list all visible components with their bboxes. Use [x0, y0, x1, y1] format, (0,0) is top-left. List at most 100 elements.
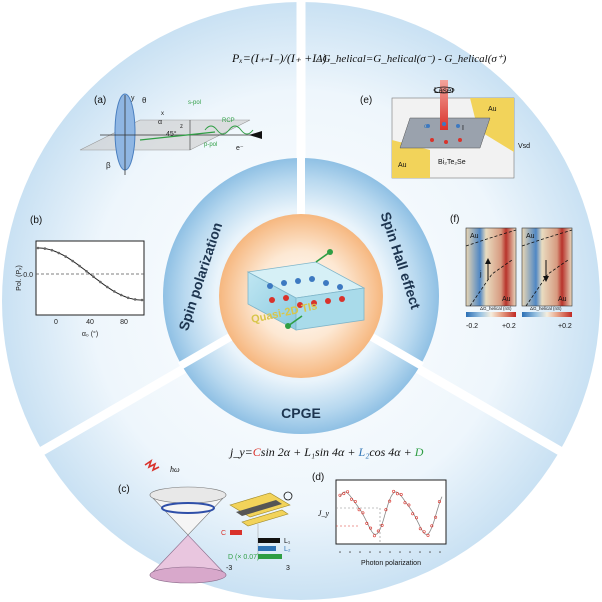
panel-d-xtick: [339, 551, 341, 553]
panel-e: (e) Laser Au Au Bi₂Te₂Se Vsd I σ: [360, 80, 530, 179]
panel-d-point: [422, 530, 426, 534]
laser-label: Laser: [434, 86, 454, 95]
colorbar-left: [466, 312, 516, 317]
axis-y-label: y: [131, 95, 135, 102]
panel-d-point: [346, 490, 350, 494]
cpge-formula-part-sin2: sin 2α +: [261, 445, 304, 459]
photon-icon: [144, 459, 160, 472]
panel-a: (a) y θ β α 45° s-pol p-pol RCP e⁻ x z: [79, 93, 262, 175]
sigma-label: σ: [424, 124, 428, 130]
cpge-formula-L2: L₂: [357, 445, 369, 459]
material-label: Bi₂Te₂Se: [438, 159, 466, 166]
panel-d-xtick: [439, 551, 441, 553]
panel-d-point: [372, 534, 376, 538]
panel-d-point: [426, 533, 430, 537]
panel-b-point: [92, 275, 95, 279]
panel-b-curve: [36, 246, 144, 302]
legend-D: D (× 0.07): [228, 554, 259, 561]
panel-d-point: [437, 500, 441, 504]
spol-label: s-pol: [188, 100, 201, 106]
panel-d-point: [369, 526, 373, 530]
panel-d-point: [414, 516, 418, 520]
panel-e-tag: (e): [360, 95, 372, 106]
panel-d-xtick: [359, 551, 361, 553]
panel-b-point: [119, 293, 123, 297]
panel-d-xtick: [429, 551, 431, 553]
panel-b-xlabel: α₀ (°): [82, 330, 98, 338]
panel-d-point: [418, 527, 422, 531]
colorbar-label-left: ΔG_helical (nS): [480, 306, 512, 311]
map-au-4: Au: [558, 296, 567, 303]
map-au-3: Au: [526, 233, 535, 240]
panel-d-point: [376, 529, 380, 533]
panel-d-point: [342, 492, 346, 496]
map-au-2: Au: [502, 296, 511, 303]
au-top-label: Au: [488, 106, 497, 113]
map-au-1: Au: [470, 233, 479, 240]
dirac-cone: [149, 486, 227, 584]
map-arrow-label: j: [479, 271, 482, 278]
panel-d-point: [434, 515, 438, 519]
panel-d-point: [411, 512, 415, 516]
panel-b-line: [38, 247, 142, 301]
hw-label: ħω: [170, 465, 180, 474]
panel-d-point: [395, 492, 399, 496]
angle-label: 45°: [166, 130, 177, 138]
panel-d-point: [349, 497, 353, 501]
panel-d: (d) J_y Photon polarization: [312, 472, 447, 567]
map-right: [521, 227, 573, 307]
panel-d-xtick: [369, 551, 371, 553]
panel-b-point: [99, 280, 102, 284]
panel-d-point: [357, 508, 361, 512]
panel-d-point: [403, 501, 407, 505]
colorbar-max-left: +0.2: [502, 323, 516, 330]
bars-axis-min: -3: [226, 565, 232, 572]
panel-d-point: [380, 523, 384, 527]
panel-b-tag: (b): [30, 215, 42, 226]
bar-L2: [258, 546, 276, 551]
panel-c-tag: (c): [118, 484, 130, 495]
bar-C: [230, 530, 242, 535]
quasi-2d-ti-slab: Quasi-2D TIs: [246, 249, 366, 331]
legend-L2: L₂: [284, 546, 291, 553]
panel-b-point: [113, 290, 116, 293]
legend-C: C: [221, 530, 226, 537]
panel-d-xtick: [409, 551, 411, 553]
panel-c: (c) ħω C L₁ L₂ D (× 0.07) -3 3: [118, 459, 293, 584]
spin-polarization-formula: Pₓ=(I₊-I₋)/(I₊ +I₋): [231, 51, 327, 65]
panel-b-point: [43, 247, 47, 250]
colorbar-right: [522, 312, 572, 317]
spin-hall-formula: ΔG_helical=G_helical(σ⁻) - G_helical(σ⁺): [315, 53, 507, 65]
panel-d-point: [392, 489, 396, 493]
alpha-label: α: [158, 119, 162, 126]
panel-f: (f) Au Au Au Au j -0.2 +0.2 +0.2 ΔG_heli…: [450, 214, 573, 330]
panel-d-xlabel: Photon polarization: [361, 560, 421, 567]
axis-x-label: x: [161, 111, 164, 117]
panel-d-point: [365, 521, 369, 525]
panel-b-ylabel: Pol. (Pₓ): [16, 265, 23, 291]
colorbar-min-left: -0.2: [466, 323, 478, 330]
panel-b-ytick: 0.0: [23, 272, 33, 279]
panel-b-point: [36, 246, 40, 250]
panel-b-point: [71, 259, 74, 263]
colorbar-label-right: ΔG_helical (nS): [530, 306, 562, 311]
panel-d-xtick: [349, 551, 351, 553]
panel-d-point: [361, 511, 365, 515]
panel-d-xtick: [389, 551, 391, 553]
panel-b-point: [126, 296, 130, 300]
panel-d-curve: [338, 489, 443, 553]
panel-b-xtick-1: 40: [86, 319, 94, 326]
panel-f-tag: (f): [450, 214, 459, 225]
cpge-formula-part-sin4: sin 4α +: [315, 445, 358, 459]
cpge-formula: j_y=Csin 2α + L₁sin 4α + L₂cos 4α + D: [228, 445, 424, 459]
panel-b-xtick-2: 80: [120, 319, 128, 326]
cpge-bars: C L₁ L₂ D (× 0.07) -3 3: [221, 524, 291, 572]
axis-z-label: z: [180, 124, 183, 130]
cpge-formula-part-cos4: cos 4α +: [369, 445, 414, 459]
panel-d-point: [430, 524, 434, 528]
theta-label: θ: [142, 96, 147, 105]
cpge-formula-L1: L₁: [303, 445, 315, 459]
panel-a-tag: (a): [94, 95, 106, 106]
au-bottom-label: Au: [398, 162, 407, 169]
panel-d-tag: (d): [312, 472, 324, 483]
